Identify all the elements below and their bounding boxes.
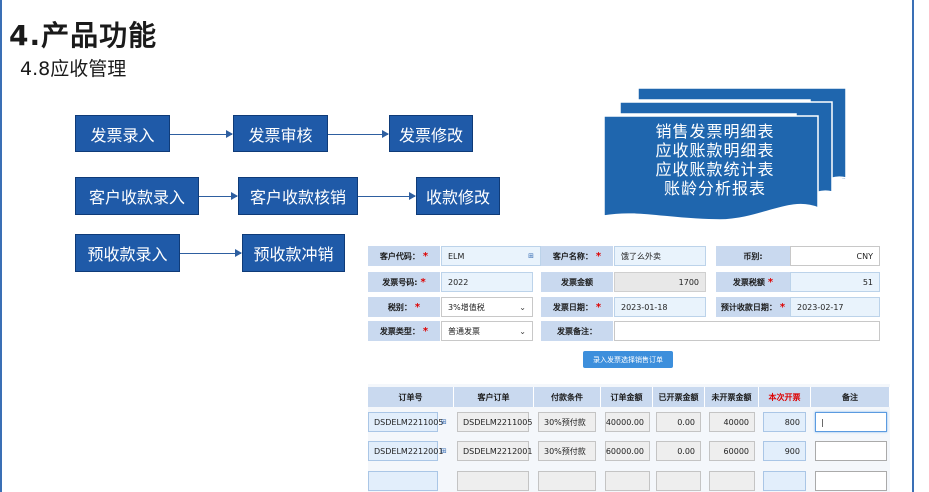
report-aging-analysis: 账龄分析报表 bbox=[663, 179, 766, 198]
tax-type-label: 税别：* bbox=[368, 297, 440, 317]
expected-receipt-date-label: 预计收款日期：* bbox=[716, 297, 790, 317]
col-header-customer-order: 客户订单 bbox=[454, 387, 534, 407]
invoice-date-input[interactable]: 2023-01-18 bbox=[614, 297, 706, 317]
currency-label: 币别: bbox=[716, 246, 790, 266]
customer-code-input[interactable]: ELM⊞ bbox=[441, 246, 541, 266]
reports-list: 销售发票明细表 应收账款明细表 应收账款统计表 账龄分析报表 bbox=[604, 122, 826, 198]
col-header-payment-terms: 付款条件 bbox=[534, 387, 601, 407]
invoice-amount-value: 1700 bbox=[614, 272, 706, 292]
customer-name-label: 客户名称：* bbox=[541, 246, 613, 266]
flow-receipt-modify: 收款修改 bbox=[416, 177, 500, 215]
invoice-amount-label: 发票金额 bbox=[541, 272, 613, 292]
table-row-2-invoiced-amount: 0.00 bbox=[656, 441, 701, 461]
table-row-1-uninvoiced-amount: 40000 bbox=[709, 412, 755, 432]
flow-invoice-entry: 发票录入 bbox=[75, 115, 170, 152]
table-row-2-remark-input[interactable] bbox=[815, 441, 887, 461]
flow-arrow bbox=[170, 130, 233, 138]
table-row-1-remark-input[interactable]: | bbox=[815, 412, 887, 432]
chevron-down-icon: ⌄ bbox=[519, 302, 526, 312]
table-row-3-payment-terms bbox=[538, 471, 596, 491]
chevron-down-icon: ⌄ bbox=[519, 326, 526, 336]
reports-document-stack bbox=[603, 87, 847, 221]
page-title: 4.产品功能 bbox=[9, 19, 158, 52]
table-row-3-uninvoiced-amount bbox=[709, 471, 755, 491]
flow-arrow bbox=[180, 249, 242, 257]
table-row-1-payment-terms: 30%预付款 bbox=[538, 412, 596, 432]
col-header-current-invoice: 本次开票 bbox=[759, 387, 811, 407]
table-row-1-customer-order: DSDELM2211005 bbox=[457, 412, 532, 432]
table-row-3-order-no[interactable] bbox=[368, 471, 438, 491]
table-row-3-remark-input[interactable] bbox=[815, 471, 887, 491]
flow-customer-receipt-entry: 客户收款录入 bbox=[75, 177, 199, 215]
table-row-3-order-amount bbox=[605, 471, 650, 491]
invoice-tax-label: 发票税额* bbox=[716, 272, 790, 292]
flow-arrow bbox=[199, 192, 238, 200]
currency-input[interactable]: CNY bbox=[790, 246, 880, 266]
customer-code-label: 客户代码：* bbox=[368, 246, 440, 266]
flow-arrow bbox=[328, 130, 389, 138]
table-row-2-current-invoice[interactable]: 900 bbox=[763, 441, 806, 461]
flow-arrow bbox=[358, 192, 416, 200]
right-border-rule bbox=[912, 0, 914, 492]
tax-type-select[interactable]: 3%增值税⌄ bbox=[441, 297, 533, 317]
table-row-2-order-no[interactable]: DSDELM2212001 bbox=[368, 441, 443, 461]
table-row-2-uninvoiced-amount: 60000 bbox=[709, 441, 755, 461]
lookup-icon[interactable]: ⊞ bbox=[528, 252, 534, 260]
table-row-1-order-no[interactable]: DSDELM2211005 bbox=[368, 412, 443, 432]
import-sales-order-button[interactable]: 录入发票选择销售订单 bbox=[583, 351, 673, 368]
table-row-2-customer-order: DSDELM2212001 bbox=[457, 441, 532, 461]
col-header-remark: 备注 bbox=[811, 387, 890, 407]
table-row-3-invoiced-amount bbox=[656, 471, 701, 491]
invoice-date-label: 发票日期：* bbox=[541, 297, 613, 317]
invoice-tax-input[interactable]: 51 bbox=[790, 272, 880, 292]
lookup-icon[interactable]: ⊞ bbox=[441, 447, 447, 455]
table-row-2-payment-terms: 30%预付款 bbox=[538, 441, 596, 461]
invoice-no-label: 发票号码:* bbox=[368, 272, 440, 292]
flow-advance-receipt-offset: 预收款冲销 bbox=[242, 234, 345, 272]
flow-customer-receipt-writeoff: 客户收款核销 bbox=[238, 177, 358, 215]
invoice-no-input[interactable]: 2022 bbox=[441, 272, 533, 292]
table-row-2-order-amount: 60000.00 bbox=[605, 441, 650, 461]
invoice-remark-label: 发票备注： bbox=[541, 321, 613, 341]
report-sales-invoice-detail: 销售发票明细表 bbox=[655, 122, 775, 141]
invoice-remark-input[interactable] bbox=[614, 321, 880, 341]
customer-name-input[interactable]: 饿了么外卖 bbox=[614, 246, 706, 266]
invoice-type-select[interactable]: 普通发票⌄ bbox=[441, 321, 533, 341]
flow-invoice-review: 发票审核 bbox=[233, 115, 328, 152]
section-subtitle: 4.8应收管理 bbox=[20, 58, 127, 80]
flow-advance-receipt-entry: 预收款录入 bbox=[75, 234, 180, 272]
left-border-rule bbox=[0, 0, 2, 492]
table-row-3-current-invoice[interactable] bbox=[763, 471, 806, 491]
col-header-order-amount: 订单金额 bbox=[601, 387, 653, 407]
col-header-invoiced-amount: 已开票金额 bbox=[653, 387, 705, 407]
table-row-1-invoiced-amount: 0.00 bbox=[656, 412, 701, 432]
table-row-1-order-amount: 40000.00 bbox=[605, 412, 650, 432]
lookup-icon[interactable]: ⊞ bbox=[441, 418, 447, 426]
report-receivable-detail: 应收账款明细表 bbox=[655, 141, 775, 160]
invoice-type-label: 发票类型：* bbox=[368, 321, 440, 341]
report-receivable-statistics: 应收账款统计表 bbox=[655, 160, 775, 179]
col-header-uninvoiced-amount: 未开票金额 bbox=[705, 387, 759, 407]
col-header-order-no: 订单号 bbox=[368, 387, 454, 407]
expected-receipt-date-input[interactable]: 2023-02-17 bbox=[790, 297, 880, 317]
table-row-1-current-invoice[interactable]: 800 bbox=[763, 412, 806, 432]
table-row-3-customer-order bbox=[457, 471, 529, 491]
flow-invoice-modify: 发票修改 bbox=[389, 115, 473, 152]
